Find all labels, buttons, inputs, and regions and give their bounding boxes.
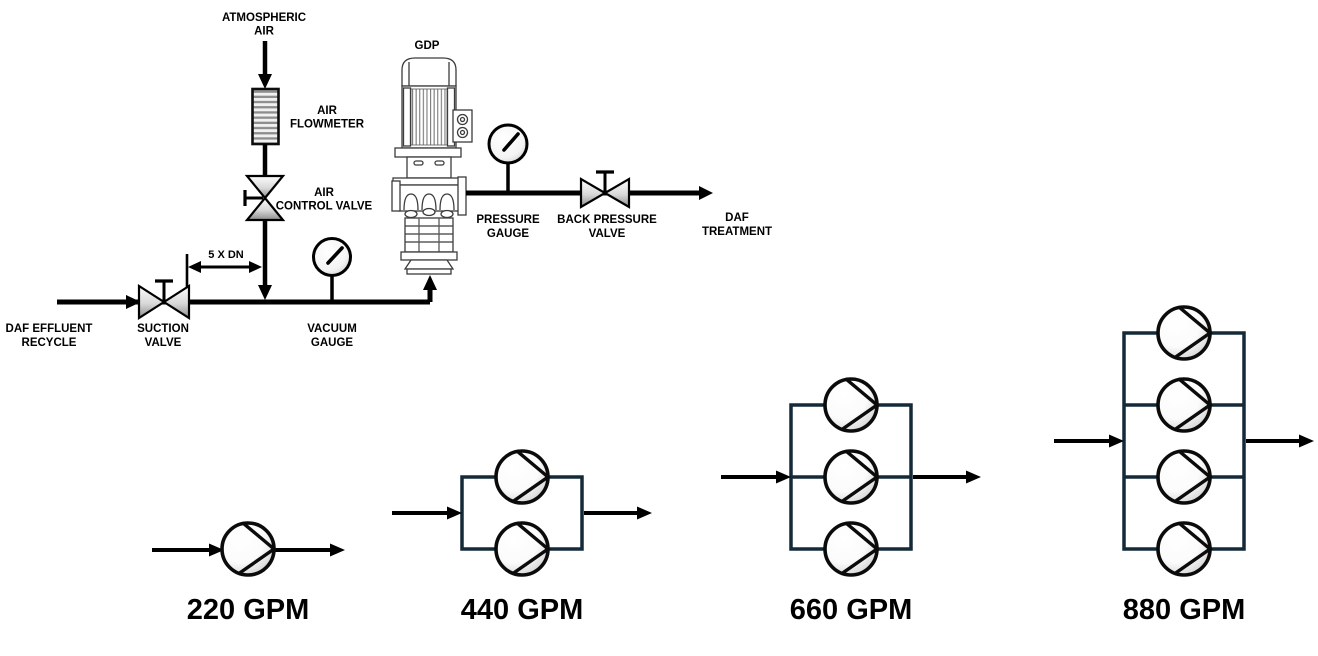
inflow-arrow (392, 506, 462, 520)
inflow-arrow (721, 470, 791, 484)
pump-symbol (220, 521, 277, 577)
pump-symbol (494, 449, 551, 505)
outflow-arrow (1246, 434, 1314, 448)
main-suction-pipe (57, 295, 430, 309)
air-control-valve-symbol (243, 174, 286, 222)
pump-group-880gpm: 880 GPM (1054, 305, 1314, 626)
pump-symbol (823, 449, 880, 505)
inflow-arrow (1054, 434, 1124, 448)
pump-symbol (494, 521, 551, 577)
pump-symbol (823, 377, 880, 433)
atmospheric-air-arrow (258, 41, 272, 89)
outflow-arrow (913, 470, 981, 484)
pump-group-220gpm: 220 GPM (152, 521, 345, 626)
pump-group-440gpm: 440 GPM (392, 449, 652, 626)
flow-label: 220 GPM (187, 594, 310, 626)
inflow-arrow (152, 543, 224, 557)
pump-symbol (1156, 449, 1213, 505)
vacuum-gauge-symbol (312, 237, 352, 302)
gdp-pump-label: GDP (415, 40, 440, 52)
pump-symbol (1156, 305, 1213, 361)
air-pipe-lower (258, 221, 272, 300)
flow-label: 660 GPM (790, 594, 913, 626)
pump-inlet-arrow (423, 275, 437, 302)
manifold-loop (1122, 331, 1246, 551)
back-pressure-valve-symbol (579, 170, 631, 209)
outflow-arrow (274, 543, 345, 557)
pressure-gauge-symbol (487, 123, 529, 193)
outflow-arrow (584, 506, 652, 520)
pump-group-660gpm: 660 GPM (721, 377, 981, 626)
pump-symbol (1156, 377, 1213, 433)
flow-label: 880 GPM (1123, 594, 1246, 626)
pump-symbol (823, 521, 880, 577)
dimension-5xdn: 5 X DN (185, 249, 262, 287)
air-flowmeter-symbol (251, 87, 280, 146)
dimension-label: 5 X DN (208, 249, 244, 261)
suction-valve-symbol (137, 279, 191, 321)
flow-label: 440 GPM (461, 594, 584, 626)
gdp-pump-illustration (391, 57, 473, 275)
pump-symbol (1156, 521, 1213, 577)
pump-parallel-groups: 220 GPM 440 GPM 660 GPM 880 GPM (152, 305, 1314, 626)
